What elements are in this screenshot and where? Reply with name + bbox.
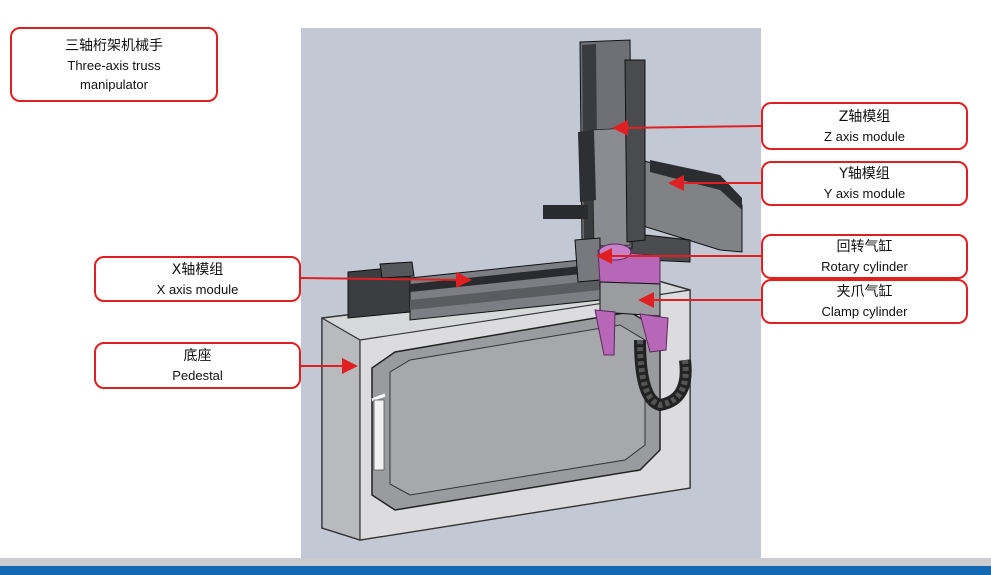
label-rotary-zh: 回转气缸: [836, 239, 893, 255]
label-rotary-en: Rotary cylinder: [821, 259, 908, 274]
label-y-axis-zh: Y轴模组: [839, 166, 890, 182]
label-x-axis-zh: X轴模组: [171, 261, 224, 278]
title-zh: 三轴桁架机械手: [65, 37, 163, 54]
label-x-axis: X轴模组 X axis module: [94, 256, 301, 302]
arrow-x-axis: [300, 271, 472, 288]
label-clamp-cylinder: 夹爪气缸 Clamp cylinder: [761, 279, 968, 324]
label-y-axis: Y轴模组 Y axis module: [761, 161, 968, 206]
drag-chain-drawing: [634, 339, 692, 412]
title-en-line1: Three-axis truss: [67, 57, 161, 73]
label-clamp-zh: 夹爪气缸: [836, 284, 893, 300]
arrow-z-axis: [612, 119, 762, 136]
pedestal-drawing: [321, 277, 691, 541]
label-pedestal: 底座 Pedestal: [94, 342, 301, 389]
footer-blue-strip: [0, 566, 991, 575]
label-rotary-cylinder: 回转气缸 Rotary cylinder: [761, 234, 968, 279]
label-x-axis-en: X axis module: [156, 281, 239, 297]
label-pedestal-en: Pedestal: [172, 368, 223, 383]
title-en-line2: manipulator: [80, 76, 148, 92]
label-z-axis-en: Z axis module: [824, 128, 905, 144]
footer-grey-strip: [0, 558, 991, 566]
label-y-axis-en: Y axis module: [823, 186, 906, 201]
label-z-axis: Z轴模组 Z axis module: [761, 102, 968, 150]
footer-bar: [0, 558, 991, 575]
label-z-axis-zh: Z轴模组: [838, 108, 891, 125]
label-clamp-en: Clamp cylinder: [821, 304, 908, 319]
title-box: 三轴桁架机械手 Three-axis truss manipulator: [10, 27, 218, 102]
label-pedestal-zh: 底座: [183, 348, 212, 364]
z-axis-module-drawing: [543, 39, 646, 251]
callout-arrows: [300, 119, 762, 374]
